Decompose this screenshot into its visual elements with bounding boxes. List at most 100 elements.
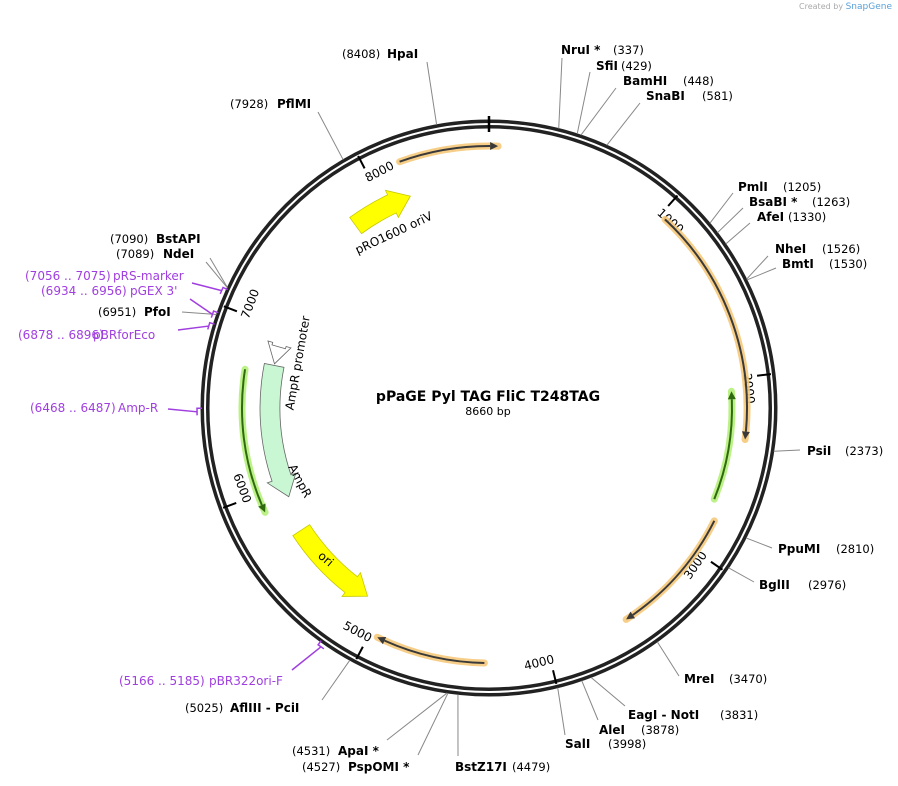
primer-marker[interactable] (167, 407, 203, 416)
enzyme-site-position: (4527) (302, 760, 341, 774)
enzyme-site-position: (6951) (98, 305, 137, 319)
arrowhead-icon (626, 611, 636, 620)
enzyme-site-name[interactable]: BglII (759, 578, 790, 592)
enzyme-site-position: (429) (621, 59, 652, 73)
enzyme-site-position: (1330) (788, 210, 827, 224)
snapgene-credit: Created by SnapGene (799, 2, 892, 12)
tick-label: 8000 (363, 158, 397, 185)
enzyme-leader-line (317, 111, 344, 160)
enzyme-site-position: (7089) (116, 247, 155, 261)
enzyme-site-name[interactable]: AflIII - PciI (230, 701, 300, 715)
tick-mark (667, 194, 679, 207)
tick-mark (222, 501, 237, 509)
plasmid-length: 8660 bp (465, 405, 511, 418)
enzyme-leader-line (590, 676, 626, 707)
enzyme-site-name[interactable]: MreI (684, 672, 715, 686)
feature-ampr-promoter[interactable] (267, 340, 292, 365)
feature-arrow[interactable] (664, 218, 748, 432)
feature-arrow[interactable] (399, 145, 491, 163)
enzyme-site-position: (1530) (829, 257, 868, 271)
enzyme-leader-line (426, 61, 438, 125)
primer-name[interactable]: pBRforEco (93, 328, 156, 342)
tick-mark (552, 670, 558, 685)
enzyme-site-name[interactable]: PsiI (807, 444, 832, 458)
enzyme-site-name[interactable]: BstZ17I (455, 760, 507, 774)
primer-name[interactable]: pRS-marker (113, 269, 184, 283)
enzyme-site-position: (581) (702, 89, 733, 103)
enzyme-site-name[interactable]: AfeI (757, 210, 785, 224)
enzyme-site-name[interactable]: EagI - NotI (628, 708, 700, 722)
feature-ori[interactable] (292, 524, 369, 597)
enzyme-site-name[interactable]: SnaBI (646, 89, 685, 103)
enzyme-leader-line (557, 687, 566, 736)
enzyme-leader-line (656, 641, 680, 677)
enzyme-site-name[interactable]: PflMI (277, 97, 312, 111)
plasmid-name: pPaGE Pyl TAG FliC T248TAG (375, 389, 601, 405)
tick-mark (355, 646, 364, 660)
enzyme-leader-line (386, 692, 448, 741)
enzyme-site-name[interactable]: BsaBI * (749, 195, 798, 209)
enzyme-site-name[interactable]: NheI (775, 242, 807, 256)
feature-glow (622, 517, 718, 623)
primer-name[interactable]: Amp-R (118, 401, 159, 415)
enzyme-leader-line (728, 567, 755, 583)
enzyme-site-name[interactable]: SfiI (596, 59, 619, 73)
tick-mark (710, 560, 724, 571)
enzyme-site-name[interactable]: PspOMI * (348, 760, 410, 774)
tick-mark (357, 155, 366, 169)
enzyme-site-position: (448) (683, 74, 714, 88)
enzyme-leader-line (558, 57, 563, 129)
enzyme-site-name[interactable]: NdeI (163, 247, 195, 261)
tick-label: 7000 (238, 287, 262, 321)
primer-name[interactable]: pGEX 3' (130, 284, 178, 298)
feature-pro1600-oriv[interactable] (349, 189, 411, 235)
enzyme-leader-line (746, 267, 777, 281)
tick-label: 5000 (341, 618, 375, 645)
enzyme-site-name[interactable]: ApaI * (338, 744, 379, 758)
enzyme-site-name[interactable]: PmlI (738, 180, 768, 194)
enzyme-leader-line (606, 102, 641, 146)
enzyme-site-name[interactable]: BamHI (623, 74, 668, 88)
primer-marker[interactable] (291, 640, 325, 671)
arrowhead-icon (727, 391, 736, 400)
enzyme-site-position: (1205) (783, 180, 822, 194)
primer-marker[interactable] (191, 282, 228, 295)
feature-glow (373, 633, 488, 667)
enzyme-site-name[interactable]: HpaI (387, 47, 419, 61)
tick-mark (223, 305, 238, 313)
enzyme-site-position: (3998) (608, 737, 647, 751)
enzyme-leader-line (725, 222, 751, 245)
enzyme-site-name[interactable]: BmtI (782, 257, 814, 271)
enzyme-site-position: (2810) (836, 542, 875, 556)
enzyme-site-name[interactable]: NruI * (561, 43, 601, 57)
primer-marker[interactable] (189, 298, 219, 318)
enzyme-site-name[interactable]: PpuMI (778, 542, 821, 556)
enzyme-site-position: (5025) (185, 701, 224, 715)
feature-arrow[interactable] (384, 639, 485, 664)
primer-name[interactable]: pBR322ori-F (209, 674, 283, 688)
feature-ampr[interactable] (259, 362, 297, 498)
enzyme-leader-line (209, 257, 228, 288)
enzyme-site-name[interactable]: SalI (565, 737, 591, 751)
enzyme-site-position: (4479) (512, 760, 551, 774)
enzyme-site-position: (4531) (292, 744, 331, 758)
feature-arrow[interactable] (713, 399, 733, 500)
arrowhead-icon (258, 503, 266, 513)
enzyme-site-position: (3878) (641, 723, 680, 737)
enzyme-site-position: (3470) (729, 672, 768, 686)
enzyme-leader-line (417, 692, 449, 756)
enzyme-leader-line (581, 680, 599, 721)
feature-arrow[interactable] (632, 520, 716, 616)
primer-range: (7056 .. 7075) (25, 269, 111, 283)
tick-mark (756, 373, 772, 377)
enzyme-site-name[interactable]: BstAPI (156, 232, 201, 246)
enzyme-site-name[interactable]: AleI (599, 723, 626, 737)
enzyme-site-position: (2373) (845, 444, 884, 458)
primer-marker[interactable] (177, 321, 215, 331)
enzyme-site-name[interactable]: PfoI (144, 305, 171, 319)
feature-arrow[interactable] (241, 369, 263, 506)
tick-label: 4000 (523, 652, 556, 673)
primer-range: (5166 .. 5185) (119, 674, 205, 688)
primer-range: (6878 .. 6896) (18, 328, 104, 342)
